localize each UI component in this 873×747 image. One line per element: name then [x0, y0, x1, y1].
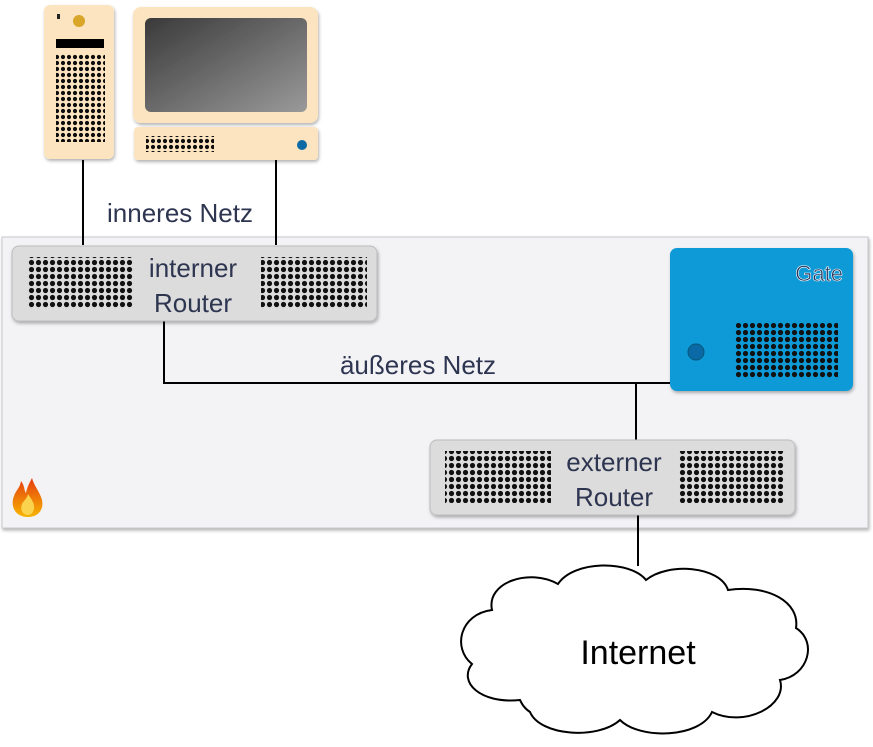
inner-network-label: inneres Netz — [107, 198, 253, 228]
desktop-vent-grille — [146, 136, 214, 152]
tower-power-button — [73, 15, 85, 27]
tower-drive-slot — [56, 39, 104, 48]
monitor-screen — [145, 18, 307, 112]
external-router: externer Router — [429, 439, 796, 516]
gate-power-led — [687, 343, 705, 361]
tower-vent-grille — [56, 54, 105, 142]
gate-server: Gate — [670, 248, 853, 391]
internal-router: interner Router — [11, 245, 378, 322]
gate-vent-grille — [734, 323, 838, 379]
external-router-grille-right — [679, 451, 785, 503]
internet-cloud: Internet — [460, 564, 809, 735]
cloud-shape — [460, 564, 809, 735]
external-router-grille-left — [445, 451, 551, 503]
outer-network-label: äußeres Netz — [340, 350, 496, 380]
internal-router-label-line2: Router — [154, 288, 232, 318]
internet-label: Internet — [580, 634, 696, 672]
external-router-label-line1: externer — [566, 447, 662, 477]
outer-network-line — [163, 320, 672, 384]
desktop-power-led — [297, 140, 307, 150]
external-router-label-line2: Router — [575, 482, 653, 512]
internal-router-grille-left — [27, 257, 134, 309]
internal-router-grille-right — [261, 257, 367, 309]
connections — [82, 160, 672, 566]
desktop-computer — [133, 7, 318, 160]
fire-icon — [12, 478, 43, 517]
internal-router-label-line1: interner — [149, 253, 237, 283]
gate-label: Gate — [795, 261, 843, 286]
tower-computer — [44, 5, 114, 159]
